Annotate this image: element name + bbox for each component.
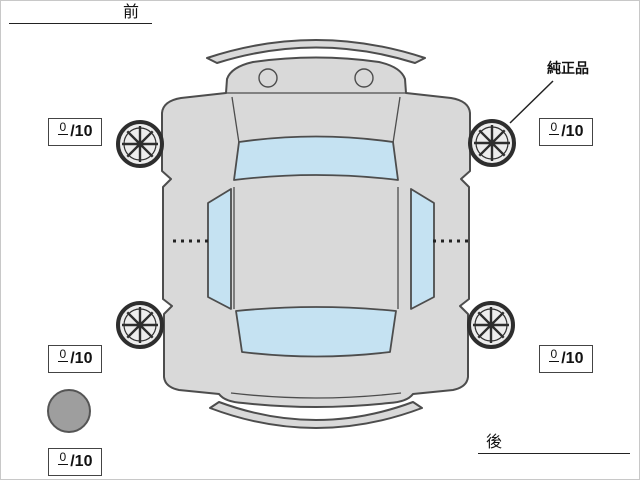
tread-score-front-left-value: 0 xyxy=(57,120,69,135)
genuine-part-pointer-line xyxy=(509,80,554,124)
rear-bumper xyxy=(209,401,423,429)
left-side-window xyxy=(207,188,232,310)
tread-score-rear-left: 0 /10 xyxy=(48,345,102,373)
front-label: 前 xyxy=(123,4,141,21)
tread-score-rear-left-denominator: /10 xyxy=(70,350,93,367)
front-windshield xyxy=(233,135,399,181)
hood-right-circle xyxy=(354,68,374,88)
genuine-part-label: 純正品 xyxy=(547,60,589,76)
right-side-window xyxy=(410,188,435,310)
wheel-front-left-icon xyxy=(116,120,164,168)
wheel-rear-left-icon xyxy=(116,301,164,349)
front-underline xyxy=(9,23,152,24)
tread-score-front-left-denominator: /10 xyxy=(70,123,93,140)
hood-left-circle xyxy=(258,68,278,88)
right-a-pillar-seam xyxy=(392,96,401,144)
tread-score-front-right-value: 0 xyxy=(548,120,560,135)
tread-score-rear-right-denominator: /10 xyxy=(561,350,584,367)
front-bumper xyxy=(206,39,426,64)
tread-score-rear-right-value: 0 xyxy=(548,347,560,362)
rear-underline xyxy=(478,453,630,454)
tread-score-spare: 0 /10 xyxy=(48,448,102,476)
tread-score-rear-right: 0 /10 xyxy=(539,345,593,373)
wheel-rear-right-icon xyxy=(467,301,515,349)
wheel-front-right-icon xyxy=(468,119,516,167)
spare-tire-icon xyxy=(47,389,91,433)
rear-windshield xyxy=(235,306,397,358)
trunk-seam xyxy=(230,392,402,399)
rear-label: 後 xyxy=(486,434,503,451)
tread-score-front-right-denominator: /10 xyxy=(561,123,584,140)
tread-score-spare-value: 0 xyxy=(57,450,69,465)
tread-score-front-left: 0 /10 xyxy=(48,118,102,146)
tread-score-front-right: 0 /10 xyxy=(539,118,593,146)
left-a-pillar-seam xyxy=(231,96,240,144)
tread-score-spare-denominator: /10 xyxy=(70,453,93,470)
tread-score-rear-left-value: 0 xyxy=(57,347,69,362)
